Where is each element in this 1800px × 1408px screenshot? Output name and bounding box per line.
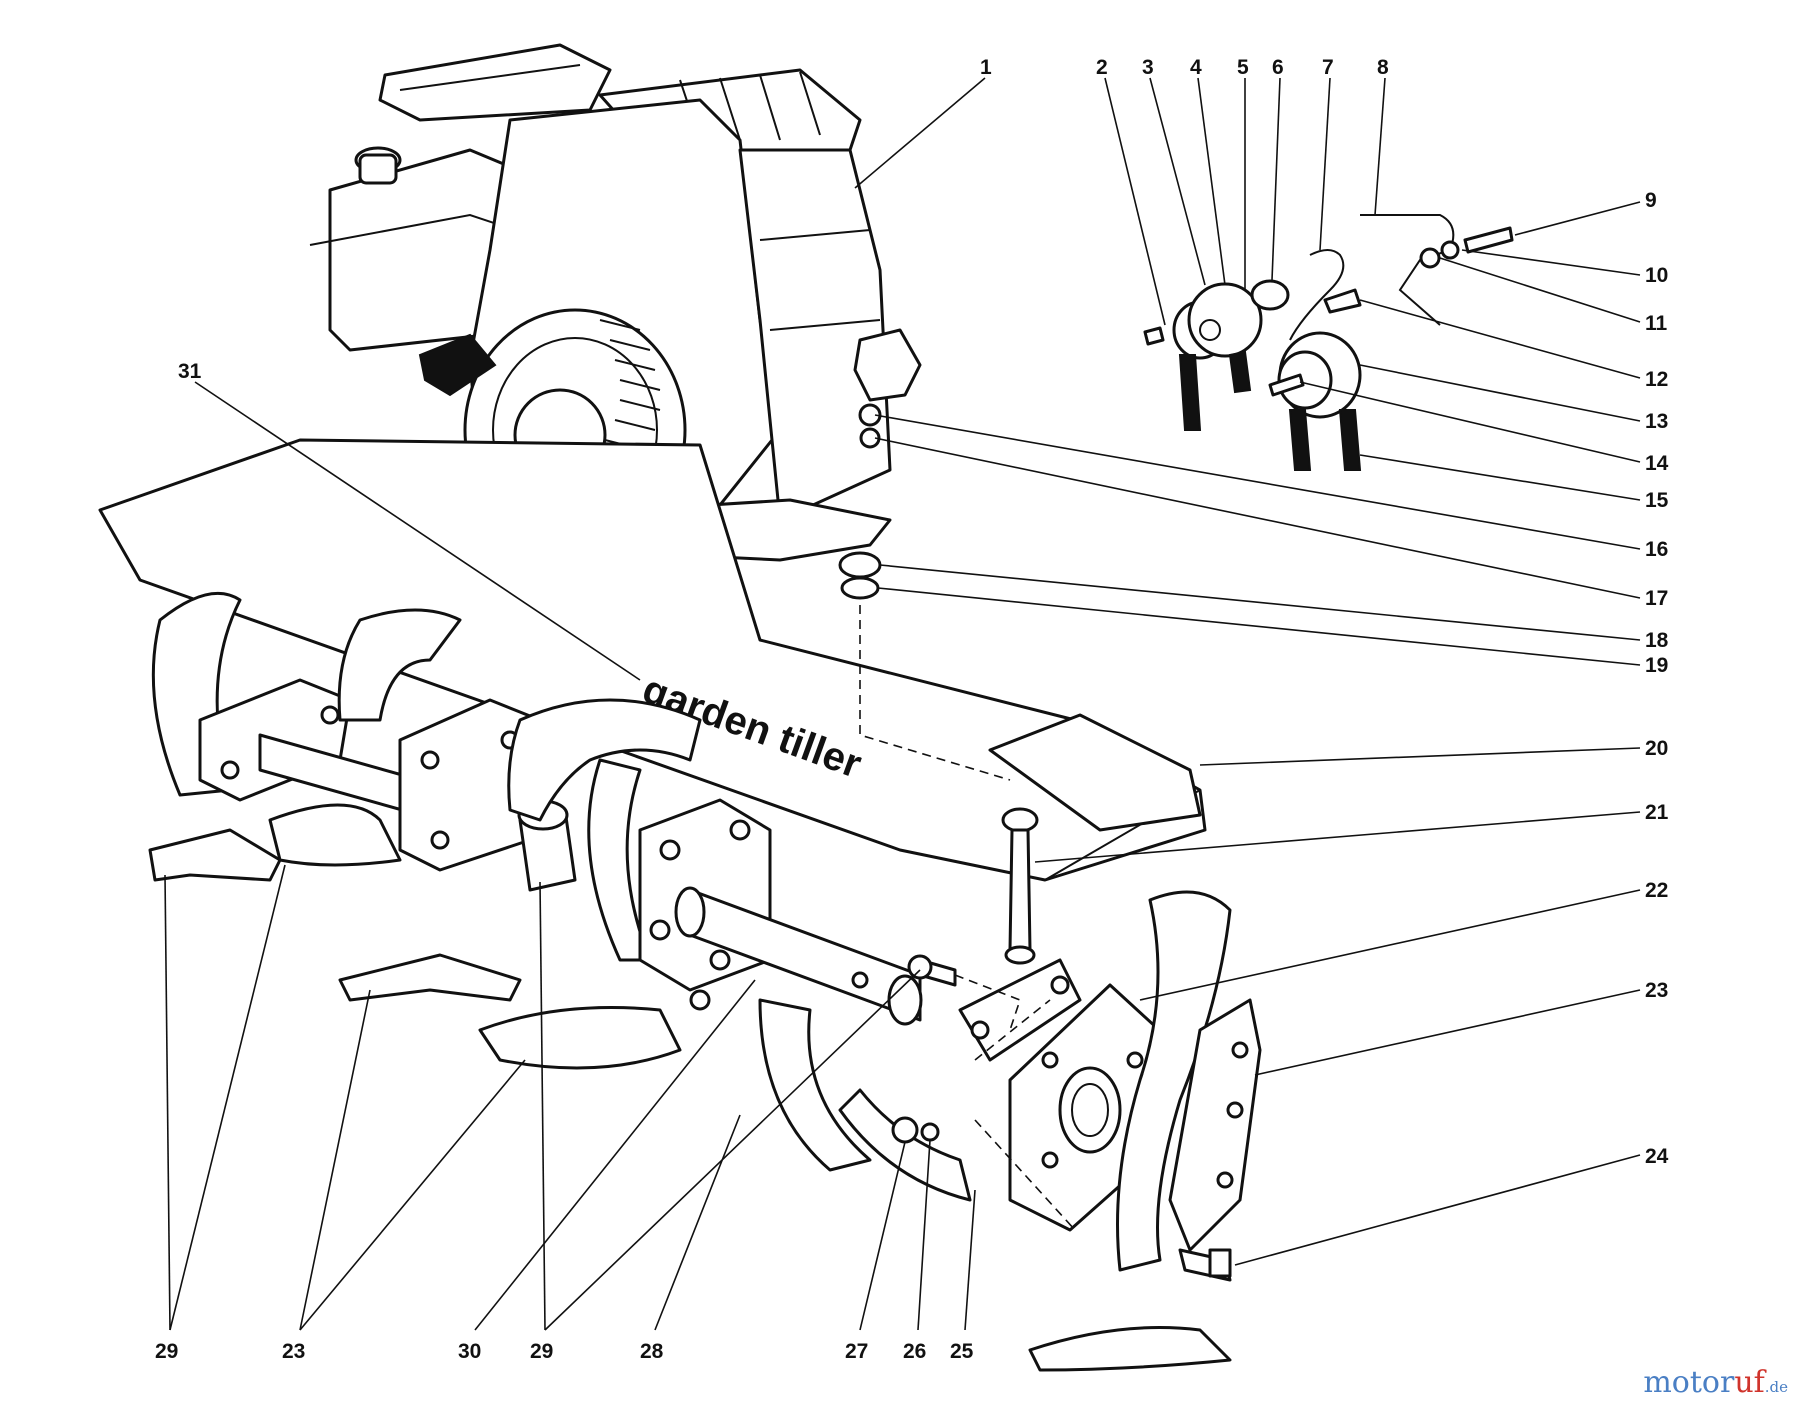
air-cleaner (378, 43, 612, 122)
callout-13: 13 (1645, 410, 1668, 433)
watermark-main: motor (1643, 1365, 1735, 1400)
drive-components (1143, 214, 1514, 471)
nut-11 (1419, 247, 1441, 269)
callout-19: 19 (1645, 654, 1668, 677)
leader-lines (164, 77, 1641, 1331)
bushing-18 (838, 551, 882, 579)
nut-27 (891, 1116, 919, 1144)
belt-left (1178, 354, 1202, 431)
callout-1: 1 (980, 56, 992, 79)
hub-bore (1058, 1066, 1122, 1154)
tine-blade-right (1028, 1326, 1232, 1372)
carburetor (853, 328, 922, 402)
tine-hub-plate-left (958, 958, 1082, 1062)
tine-curved-5 (758, 998, 872, 1172)
callout-25: 25 (950, 1340, 974, 1363)
callout-26: 26 (903, 1340, 926, 1363)
shield-panel (98, 438, 1207, 882)
callout-30: 30 (458, 1340, 481, 1363)
callout-28: 28 (640, 1340, 664, 1363)
bushing-19 (840, 576, 880, 600)
callout-27: 27 (845, 1340, 868, 1363)
motoruf-watermark: motoruf.de (1643, 1365, 1788, 1400)
callout-20: 20 (1645, 737, 1668, 760)
engine-side (738, 148, 892, 522)
callout-29-center: 29 (530, 1340, 553, 1363)
washer-10 (1440, 240, 1460, 260)
callout-10: 10 (1645, 264, 1668, 287)
tine-curved-2 (337, 608, 462, 722)
callout-29-left: 29 (155, 1340, 178, 1363)
watermark-tld: .de (1764, 1378, 1788, 1396)
callout-18: 18 (1645, 629, 1669, 652)
callout-16: 16 (1645, 538, 1668, 561)
callout-labels: 1 2 3 4 5 6 7 8 9 10 11 12 13 14 15 16 1… (155, 56, 1669, 1363)
pulley-4 (1187, 282, 1263, 358)
callout-9: 9 (1645, 189, 1657, 212)
tine-plate-right (1168, 998, 1262, 1252)
callout-24: 24 (1645, 1145, 1669, 1168)
bolt-9 (1463, 226, 1514, 254)
callout-23-bottom: 23 (282, 1340, 305, 1363)
callout-14: 14 (1645, 452, 1669, 475)
tine-blade-3 (338, 953, 522, 1002)
clip-12 (1323, 288, 1362, 314)
bolt-21 (1008, 828, 1032, 952)
watermark-accent: uf (1734, 1365, 1765, 1400)
bracket-8 (1360, 214, 1455, 326)
callout-31: 31 (178, 360, 202, 383)
bushing-21 (1001, 807, 1039, 833)
key-14 (1268, 373, 1305, 397)
callout-2: 2 (1096, 56, 1108, 79)
callout-5: 5 (1237, 56, 1249, 79)
belt-15 (1288, 409, 1312, 471)
callout-15: 15 (1645, 489, 1669, 512)
tine-blade-2 (268, 803, 402, 867)
lockwasher-26 (920, 1122, 940, 1142)
callout-22: 22 (1645, 879, 1668, 902)
tine-blade-4 (478, 1006, 682, 1070)
callout-8: 8 (1377, 56, 1389, 79)
callout-7: 7 (1322, 56, 1334, 79)
tine-shield: garden tiller (98, 438, 1207, 882)
callout-3: 3 (1142, 56, 1154, 79)
callout-21: 21 (1645, 801, 1669, 824)
tine-shaft (674, 886, 923, 1026)
spring-7 (1289, 249, 1345, 341)
tine-curved-3 (507, 698, 702, 822)
tine-blade-1 (148, 828, 282, 882)
right-tine-assembly (758, 890, 1262, 1372)
key-2 (1143, 326, 1165, 346)
callout-11: 11 (1645, 312, 1668, 335)
shield-flap (988, 713, 1202, 832)
spacer-6 (1250, 279, 1290, 311)
callout-17: 17 (1645, 587, 1668, 610)
callout-6: 6 (1272, 56, 1284, 79)
callout-4: 4 (1190, 56, 1202, 79)
callout-23-right: 23 (1645, 979, 1668, 1002)
callout-12: 12 (1645, 368, 1668, 391)
